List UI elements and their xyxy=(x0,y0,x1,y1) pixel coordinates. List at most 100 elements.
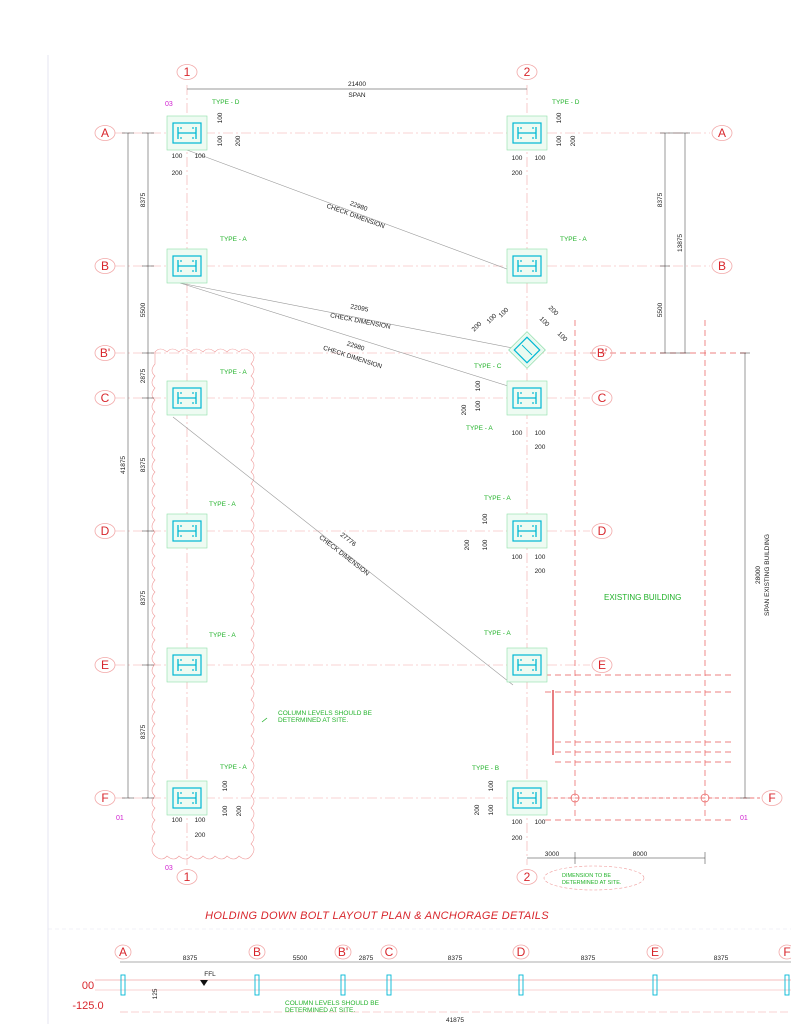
svg-text:CHECK DIMENSION: CHECK DIMENSION xyxy=(329,312,391,331)
svg-text:22980: 22980 xyxy=(346,340,366,352)
svg-text:E: E xyxy=(101,658,109,672)
elevation-grid-bubble xyxy=(114,944,132,960)
dim-right-total: 13875 xyxy=(677,234,684,252)
svg-text:100: 100 xyxy=(217,112,224,123)
elevation-spacing: 2875 xyxy=(359,955,374,962)
row-bubble-b1-right: B' xyxy=(591,345,613,361)
svg-text:TYPE - A: TYPE - A xyxy=(220,236,247,243)
elevation-spacing: 8375 xyxy=(448,955,463,962)
type-labels: TYPE - D TYPE - D TYPE - A TYPE - A TYPE… xyxy=(209,99,587,772)
svg-text:TYPE - A: TYPE - A xyxy=(209,632,236,639)
svg-text:E: E xyxy=(598,658,606,672)
elevation-column xyxy=(254,974,260,996)
elevation-spacing: 8375 xyxy=(581,955,596,962)
level-value: -125.0 xyxy=(72,1000,103,1012)
column-type-c xyxy=(508,331,546,369)
svg-text:D: D xyxy=(598,524,607,538)
column-levels-note-2: DETERMINED AT SITE. xyxy=(278,717,348,724)
svg-text:200: 200 xyxy=(547,305,560,318)
column-base-plate xyxy=(506,248,548,284)
existing-marker xyxy=(570,793,580,803)
existing-building-lines xyxy=(545,320,750,821)
svg-text:200: 200 xyxy=(474,804,481,815)
svg-text:D: D xyxy=(101,524,110,538)
svg-text:100: 100 xyxy=(222,780,229,791)
elevation-grid-bubble xyxy=(334,944,352,960)
span-value: 21400 xyxy=(348,81,366,88)
level-code: 00 xyxy=(82,980,94,992)
svg-text:200: 200 xyxy=(535,568,546,575)
column-bubble-1-bottom: 1 xyxy=(176,869,198,885)
column-base-plate xyxy=(166,513,208,549)
column-bubble-1-top: 1 xyxy=(176,64,198,80)
row-bubble-e-left: E xyxy=(94,657,116,673)
diagonal-labels: 22980 CHECK DIMENSION 22095 CHECK DIMENS… xyxy=(318,200,392,577)
elevation-grid-bubble xyxy=(512,944,530,960)
ffl-label: FFL xyxy=(204,971,216,978)
svg-text:100: 100 xyxy=(535,155,546,162)
svg-text:100: 100 xyxy=(535,554,546,561)
svg-text:TYPE - A: TYPE - A xyxy=(220,764,247,771)
column-base-plate xyxy=(166,115,208,151)
row-bubble-b-right: B xyxy=(711,258,733,274)
elevation-grid-label: B' xyxy=(338,945,348,959)
svg-text:TYPE - A: TYPE - A xyxy=(220,369,247,376)
elevation-grid-bubble xyxy=(646,944,664,960)
dim-right-mid: 5500 xyxy=(657,302,664,317)
svg-text:100: 100 xyxy=(482,539,489,550)
elev-small-dim: 125 xyxy=(152,988,159,999)
svg-text:100: 100 xyxy=(556,135,563,146)
dim-8000: 8000 xyxy=(633,851,648,858)
svg-text:100: 100 xyxy=(172,153,183,160)
elevation-grid-label: C xyxy=(385,945,394,959)
svg-text:200: 200 xyxy=(512,170,523,177)
column-base-plate xyxy=(506,780,548,816)
dimension-note-1: DIMENSION TO BE xyxy=(562,873,611,879)
svg-text:B: B xyxy=(101,259,109,273)
elevation-spacing: 8375 xyxy=(714,955,729,962)
dim-c-d: 8375 xyxy=(140,457,147,472)
column-base-plate xyxy=(166,647,208,683)
elevation-column xyxy=(120,974,126,996)
row-bubble-b1-left: B' xyxy=(94,345,116,361)
column-base-plate xyxy=(506,513,548,549)
elev-note-2: DETERMINED AT SITE. xyxy=(285,1007,355,1014)
svg-text:C: C xyxy=(598,391,607,405)
svg-text:TYPE - A: TYPE - A xyxy=(466,425,493,432)
column-base-plates xyxy=(166,115,548,816)
elev-note-1: COLUMN LEVELS SHOULD BE xyxy=(285,1000,380,1007)
svg-text:100: 100 xyxy=(217,135,224,146)
elevation-grid-bubble xyxy=(778,944,791,960)
revision-cloud xyxy=(151,348,255,860)
elevation-grid-label: B xyxy=(253,945,261,959)
section-ref-03-bottom: 03 xyxy=(165,865,173,872)
dim-b-b1: 5500 xyxy=(140,302,147,317)
dim-overall: 41875 xyxy=(120,456,127,474)
dim-d-e: 8375 xyxy=(140,590,147,605)
svg-text:100: 100 xyxy=(482,513,489,524)
row-bubble-d-right: D xyxy=(591,523,613,539)
svg-text:200: 200 xyxy=(535,444,546,451)
existing-marker xyxy=(700,793,710,803)
svg-text:200: 200 xyxy=(235,135,242,146)
dimension-note-cloud xyxy=(543,865,645,891)
dim-e-f: 8375 xyxy=(140,724,147,739)
svg-text:100: 100 xyxy=(556,112,563,123)
svg-text:TYPE - B: TYPE - B xyxy=(472,765,499,772)
elevation-column xyxy=(652,974,658,996)
svg-text:100: 100 xyxy=(498,306,511,319)
row-bubble-f-right: F xyxy=(761,790,783,806)
elevation-column xyxy=(386,974,392,996)
svg-text:1: 1 xyxy=(184,65,191,79)
right-dimension-lines xyxy=(660,132,750,799)
elevation-column xyxy=(518,974,524,996)
svg-text:A: A xyxy=(101,126,109,140)
elevation-spacing: 8375 xyxy=(183,955,198,962)
section-ref-01-right: 01 xyxy=(740,815,748,822)
svg-text:TYPE - A: TYPE - A xyxy=(560,236,587,243)
svg-text:B: B xyxy=(718,259,726,273)
svg-text:F: F xyxy=(101,791,108,805)
elevation-spacing: 5500 xyxy=(293,955,308,962)
svg-text:200: 200 xyxy=(464,539,471,550)
